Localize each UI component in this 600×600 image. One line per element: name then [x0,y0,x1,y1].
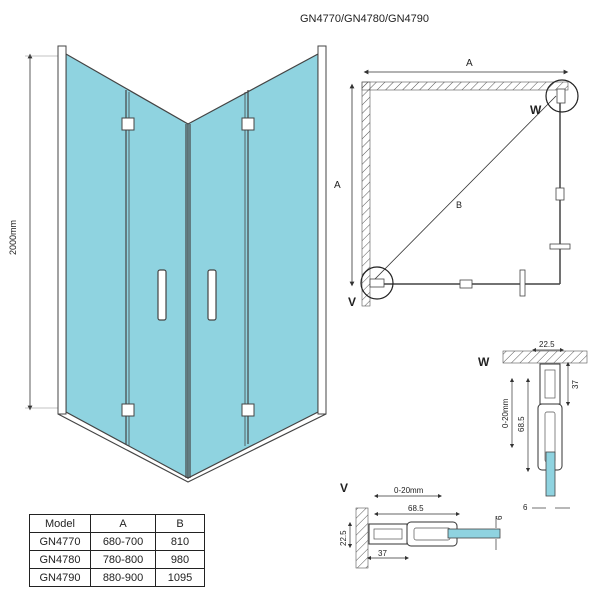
detail-v-adjust: 0-20mm [394,486,424,495]
detail-v-label: V [340,481,348,495]
plan-label-a-side: A [334,180,341,191]
detail-v-glass-thickness: 6 [495,515,504,520]
detail-w-adjust: 0-20mm [501,398,510,428]
hinge-left-bottom [121,403,135,417]
table-cell: GN4770 [29,532,91,551]
table-row: GN4780 780-800 980 [29,550,205,569]
detail-v-depth: 37 [378,549,387,558]
enclosure-base [57,413,327,483]
table-cell: GN4790 [29,568,91,587]
hinge-right-top [241,117,255,131]
plan-wall-top [361,81,569,91]
detail-w-width: 22.5 [539,340,555,349]
detail-v-glass [447,528,501,539]
plan-wall-left [361,81,371,307]
height-label: 2000mm [8,220,18,255]
table-header-row: Model A B [29,514,205,533]
table-row: GN4790 880-900 1095 [29,568,205,587]
plan-label-v: V [348,295,356,309]
table-cell: 980 [155,550,205,569]
detail-w-height: 68.5 [517,416,526,432]
table-cell: 780-800 [90,550,156,569]
detail-v-height: 22.5 [339,530,348,546]
hinge-left-top [121,117,135,131]
detail-v-length: 68.5 [408,504,424,513]
table-cell: 1095 [155,568,205,587]
title: GN4770/GN4780/GN4790 [300,13,429,25]
detail-w-glass [545,451,556,497]
detail-w-depth: 37 [571,380,580,389]
left-door-handle [157,269,167,321]
detail-w-label: W [478,355,490,369]
detail-v: V 0-20mm 68.5 22.5 37 6 [339,481,504,569]
detail-v-profile [368,523,408,545]
model-table: Model A B GN4770 680-700 810 GN4780 780-… [29,514,205,587]
table-cell: 680-700 [90,532,156,551]
detail-circle-v [360,266,394,300]
table-header-cell: B [155,514,205,533]
detail-w: W 22.5 37 0-20mm 68.5 6 [478,340,588,512]
table-cell: 810 [155,532,205,551]
detail-v-wall [355,507,369,569]
detail-circle-w [545,79,579,113]
plan-label-a-top: A [466,58,473,69]
diagonal-b [373,95,557,281]
hinge-right-bottom [241,403,255,417]
detail-w-wall [502,350,588,364]
plan-label-b: B [456,200,462,210]
left-wall-profile [57,45,67,415]
plan-view: A A B W V [334,58,579,309]
table-cell: 880-900 [90,568,156,587]
table-cell: GN4780 [29,550,91,569]
plan-label-w: W [530,103,542,117]
enclosure-view: 2000mm [8,45,327,483]
detail-w-glass-thickness: 6 [523,503,528,512]
table-header-cell: A [90,514,156,533]
table-row: GN4770 680-700 810 [29,532,205,551]
right-wall-profile [317,45,327,415]
table-header-cell: Model [29,514,91,533]
right-door-handle [207,269,217,321]
